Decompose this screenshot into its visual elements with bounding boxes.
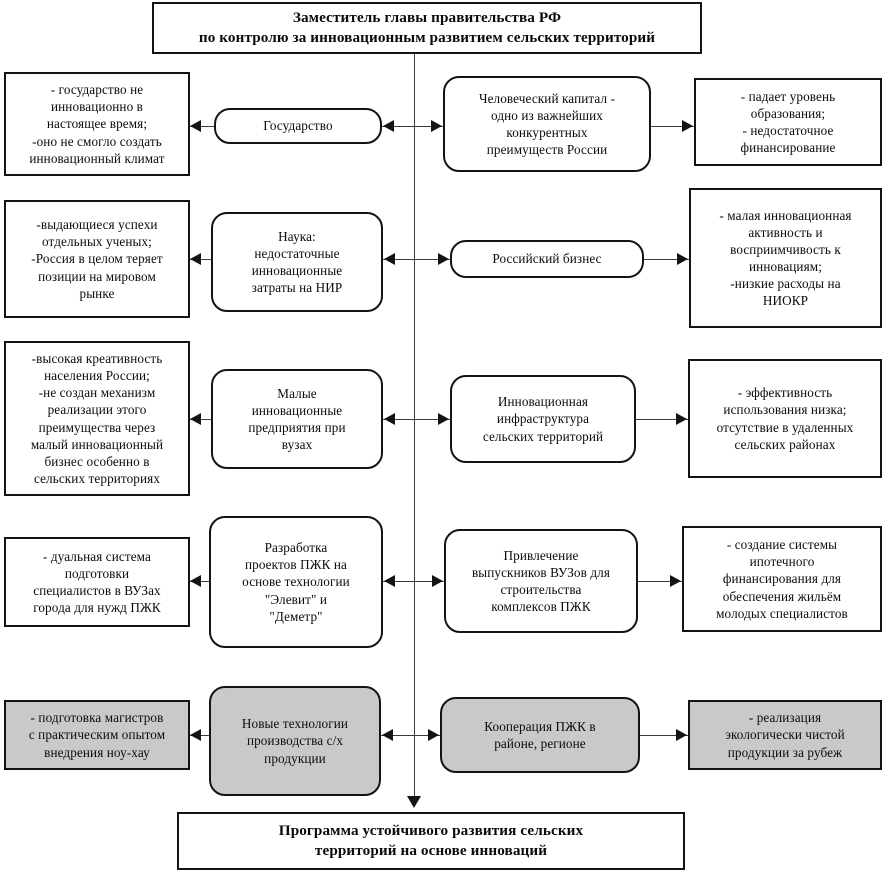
row-3-connector-center bbox=[383, 419, 450, 420]
row-2-connector-node-to-right-note bbox=[644, 259, 689, 260]
row-2-arrowhead-right-center bbox=[438, 253, 449, 265]
header-box-bottom: Программа устойчивого развития сельских … bbox=[177, 812, 685, 870]
row-1-right-node: Человеческий капитал - одно из важнейших… bbox=[443, 76, 651, 172]
row-2-right-note: - малая инновационная активность и воспр… bbox=[689, 188, 882, 328]
row-4-right-node: Привлечение выпускников ВУЗов для строит… bbox=[444, 529, 638, 633]
row-2-arrowhead-to-right-note bbox=[677, 253, 688, 265]
row-4-left-node: Разработка проектов ПЖК на основе технол… bbox=[209, 516, 383, 648]
row-4-arrowhead-to-left-note bbox=[190, 575, 201, 587]
row-5-left-note: - подготовка магистров с практическим оп… bbox=[4, 700, 190, 770]
row-1-connector-node-to-right-note bbox=[651, 126, 694, 127]
row-4-arrowhead-to-right-note bbox=[670, 575, 681, 587]
row-3-arrowhead-to-right-note bbox=[676, 413, 687, 425]
row-3-left-note: -высокая креативность населения России; … bbox=[4, 341, 190, 496]
row-1-arrowhead-left-center bbox=[383, 120, 394, 132]
row-4-arrowhead-right-center bbox=[432, 575, 443, 587]
central-spine-line bbox=[414, 54, 415, 805]
row-1-right-note: - падает уровень образования; - недостат… bbox=[694, 78, 882, 166]
row-4-right-note: - создание системы ипотечного финансиров… bbox=[682, 526, 882, 632]
row-2-connector-center bbox=[383, 259, 450, 260]
row-4-arrowhead-left-center bbox=[384, 575, 395, 587]
row-2-arrowhead-left-center bbox=[384, 253, 395, 265]
row-2-left-node: Наука: недостаточные инновационные затра… bbox=[211, 212, 383, 312]
row-3-arrowhead-left-center bbox=[384, 413, 395, 425]
row-2-left-note: -выдающиеся успехи отдельных ученых; -Ро… bbox=[4, 200, 190, 318]
row-5-connector-node-to-right-note bbox=[640, 735, 688, 736]
row-5-connector-center bbox=[381, 735, 440, 736]
row-5-arrowhead-to-left-note bbox=[190, 729, 201, 741]
row-5-arrowhead-right-center bbox=[428, 729, 439, 741]
row-3-connector-node-to-right-note bbox=[636, 419, 688, 420]
header-box-top: Заместитель главы правительства РФ по ко… bbox=[152, 2, 702, 54]
row-1-arrowhead-to-left-note bbox=[190, 120, 201, 132]
row-5-left-node: Новые технологии производства с/х продук… bbox=[209, 686, 381, 796]
row-5-right-node: Кооперация ПЖК в районе, регионе bbox=[440, 697, 640, 773]
row-3-left-node: Малые инновационные предприятия при вуза… bbox=[211, 369, 383, 469]
row-4-connector-node-to-right-note bbox=[638, 581, 682, 582]
row-1-connector-note-to-node bbox=[190, 126, 214, 127]
central-spine-arrowhead bbox=[407, 796, 421, 808]
row-5-arrowhead-left-center bbox=[382, 729, 393, 741]
row-5-right-note: - реализация экологически чистой продукц… bbox=[688, 700, 882, 770]
row-2-arrowhead-to-left-note bbox=[190, 253, 201, 265]
row-1-left-note: - государство не инновационно в настояще… bbox=[4, 72, 190, 176]
row-1-left-node: Государство bbox=[214, 108, 382, 144]
row-3-right-node: Инновационная инфраструктура сельских те… bbox=[450, 375, 636, 463]
row-3-arrowhead-right-center bbox=[438, 413, 449, 425]
row-3-arrowhead-to-left-note bbox=[190, 413, 201, 425]
row-1-connector-center bbox=[382, 126, 443, 127]
row-3-right-note: - эффективность использования низка; отс… bbox=[688, 359, 882, 478]
row-4-connector-center bbox=[383, 581, 444, 582]
row-4-left-note: - дуальная система подготовки специалист… bbox=[4, 537, 190, 627]
row-1-arrowhead-right-center bbox=[431, 120, 442, 132]
row-1-arrowhead-to-right-note bbox=[682, 120, 693, 132]
row-5-arrowhead-to-right-note bbox=[676, 729, 687, 741]
row-2-right-node: Российский бизнес bbox=[450, 240, 644, 278]
